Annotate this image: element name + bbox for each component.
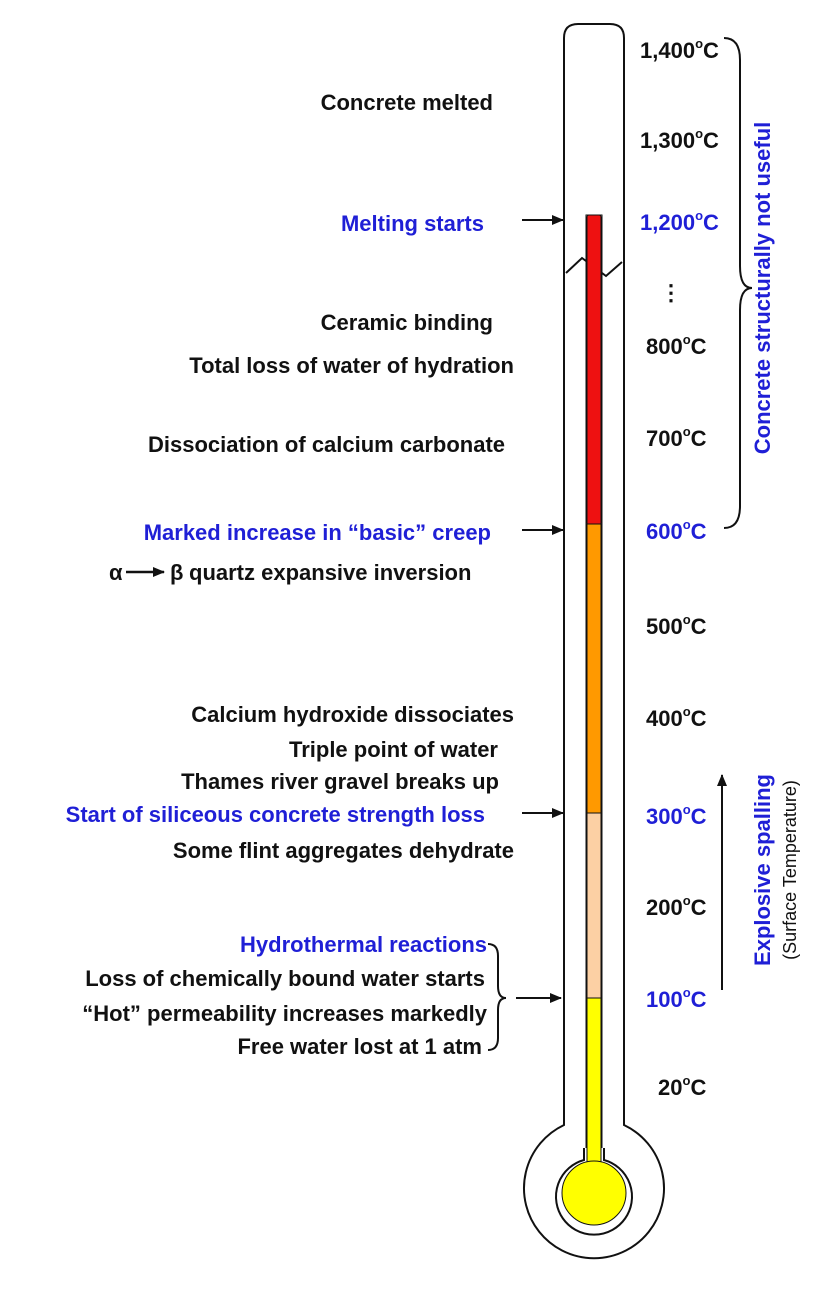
temp-600: 600oC [646, 517, 707, 544]
label-total-loss-water: Total loss of water of hydration [189, 353, 514, 378]
label-free-water: Free water lost at 1 atm [237, 1034, 482, 1059]
temp-700: 700oC [646, 424, 707, 451]
temperature-scale: 1,400oC 1,300oC 1,200oC ⋮ 800oC 700oC 60… [640, 36, 719, 1100]
label-hot-permeability: “Hot” permeability increases markedly [82, 1001, 487, 1026]
temp-200: 200oC [646, 893, 707, 920]
temp-20: 20oC [658, 1073, 706, 1100]
column-red [586, 214, 602, 526]
temp-1200: 1,200oC [640, 208, 719, 235]
label-ceramic-binding: Ceramic binding [321, 310, 493, 335]
temp-100: 100oC [646, 985, 707, 1012]
column-yellow [586, 997, 602, 1179]
label-bound-water: Loss of chemically bound water starts [85, 966, 485, 991]
label-melting-starts: Melting starts [341, 211, 484, 236]
temp-300: 300oC [646, 802, 707, 829]
label-beta: β [170, 560, 183, 585]
temp-1400: 1,400oC [640, 36, 719, 63]
temp-400: 400oC [646, 704, 707, 731]
label-not-useful: Concrete structurally not useful [750, 122, 775, 455]
column-peach [586, 812, 602, 1000]
event-labels: Concrete melted Melting starts Ceramic b… [66, 90, 514, 1059]
label-thames-gravel: Thames river gravel breaks up [181, 769, 499, 794]
bulb-fill [561, 1160, 627, 1226]
label-concrete-melted: Concrete melted [321, 90, 493, 115]
label-hydrothermal: Hydrothermal reactions [240, 932, 487, 957]
label-surface-temperature: (Surface Temperature) [780, 780, 800, 960]
label-caoh-dissociates: Calcium hydroxide dissociates [191, 702, 514, 727]
label-explosive-spalling: Explosive spalling [750, 774, 775, 966]
temp-1300: 1,300oC [640, 126, 719, 153]
label-siliceous-strength-loss: Start of siliceous concrete strength los… [66, 802, 485, 827]
label-alpha: α [109, 560, 123, 585]
column-orange [586, 523, 602, 815]
left-brace [487, 943, 507, 1051]
temp-800: 800oC [646, 332, 707, 359]
right-brace [723, 37, 753, 529]
thermometer-inner-bulb [555, 1148, 633, 1236]
label-triple-point: Triple point of water [289, 737, 498, 762]
scale-gap-ellipsis: ⋮ [660, 280, 682, 305]
label-dissociation-caco3: Dissociation of calcium carbonate [148, 432, 505, 457]
label-flint-dehydrate: Some flint aggregates dehydrate [173, 838, 514, 863]
label-marked-increase-creep: Marked increase in “basic” creep [144, 520, 491, 545]
pointer-arrows [516, 215, 564, 1003]
temp-500: 500oC [646, 612, 707, 639]
label-quartz-inversion: quartz expansive inversion [189, 560, 471, 585]
